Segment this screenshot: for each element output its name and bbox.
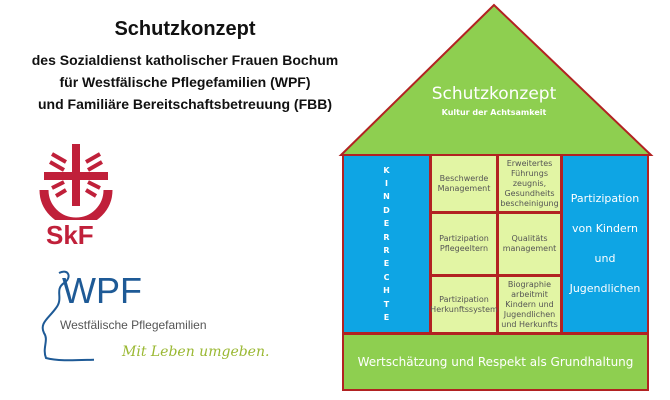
pillar-letter: E [383, 259, 390, 269]
cell-biographiearbeit: Biographie arbeitmit Kindern und Jugendl… [497, 275, 562, 334]
pillar-letter: E [383, 219, 390, 229]
wpf-logo-slogan: Mit Leben umgeben. [122, 344, 270, 360]
pillar-right-line-1: Partizipation [570, 192, 640, 205]
wpf-logo-subtitle: Westfälische Pflegefamilien [60, 318, 207, 332]
westphalia-outline-icon [41, 270, 94, 362]
subtitle-line-1: des Sozialdienst katholischer Frauen Boc… [31, 52, 339, 68]
pillar-letter: N [383, 192, 390, 202]
roof-subtitle: Kultur der Achtsamkeit [441, 108, 547, 117]
skf-logo-text: SkF [46, 220, 94, 250]
pillar-letter: E [383, 313, 390, 323]
wpf-logo: WPF Westfälische Pflegefamilien Mit Lebe… [34, 268, 274, 368]
roof-title: Schutzkonzept [431, 84, 557, 104]
roof [338, 3, 654, 156]
pillar-letter: C [383, 272, 390, 282]
cell-partizipation-herkunftssystem: Partizipation Herkunftssystem [430, 275, 498, 334]
wpf-logo-name: WPF [62, 270, 142, 311]
pillar-letter: R [383, 246, 390, 255]
subtitle-line-3: und Familiäre Bereitschaftsbetreuung (FB… [37, 96, 333, 112]
pillar-letter: D [383, 205, 390, 215]
pillar-letter: I [385, 178, 388, 188]
cell-qualitaetsmanagement: Qualitäts management [497, 212, 562, 276]
page-title: Schutzkonzept [114, 18, 256, 40]
foundation: Wertschätzung und Respekt als Grundhaltu… [342, 333, 649, 391]
pillar-letter: R [383, 232, 390, 242]
pillar-partizipation: Partizipation von Kindern und Jugendlich… [561, 154, 649, 334]
cell-fuehrungszeugnis: Erweitertes Führungs zeugnis, Gesundheit… [497, 154, 562, 213]
pillar-right-line-2: von Kindern [572, 222, 638, 235]
pillar-letter: K [383, 165, 390, 175]
skf-cross-icon [39, 144, 113, 227]
skf-logo: SkF [36, 140, 116, 250]
pillar-right-line-3: und [594, 252, 616, 265]
pillar-letter: T [383, 299, 390, 309]
pillar-right-line-4: Jugendlichen [569, 282, 641, 295]
cell-partizipation-pflegeeltern: Partizipation Pflegeeltern [430, 212, 498, 276]
subtitle-line-2: für Westfälische Pflegefamilien (WPF) [59, 74, 311, 90]
cell-beschwerde-management: Beschwerde Management [430, 154, 498, 213]
pillar-letter: H [383, 286, 390, 296]
